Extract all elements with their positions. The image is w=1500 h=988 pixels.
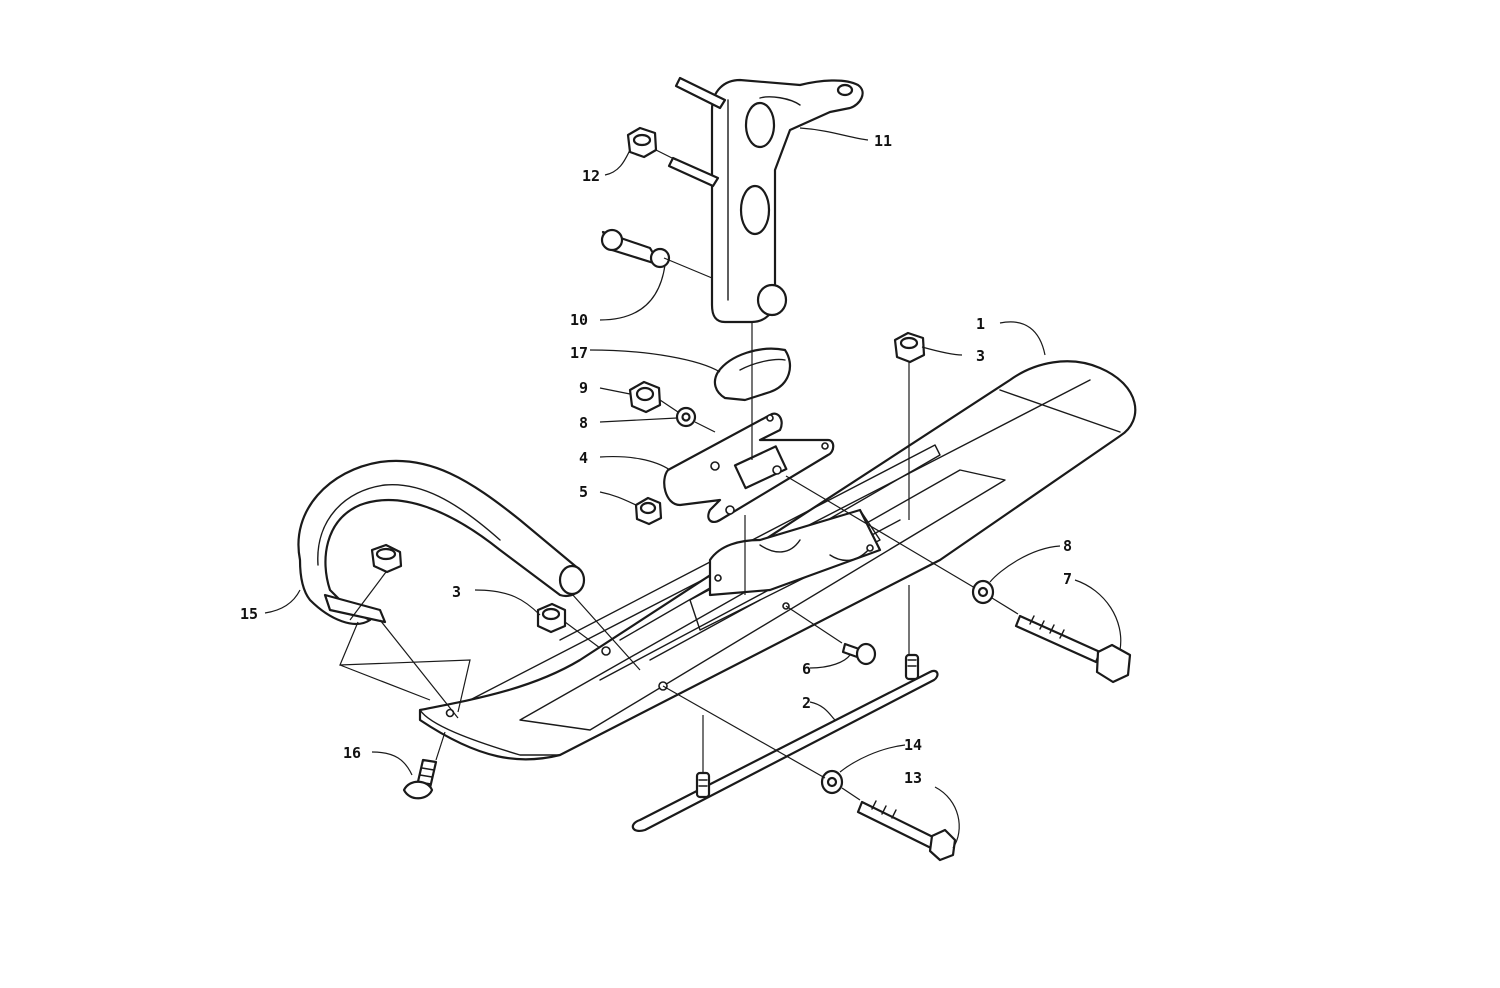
spindle-nut <box>626 126 658 159</box>
callout-2: 2 <box>802 694 811 712</box>
spindle-bolt-washer <box>971 579 995 605</box>
spindle-bolt <box>1014 614 1132 684</box>
wear-bar-bolt-washer <box>820 769 844 795</box>
loop-attach-bracket-lines <box>339 621 471 713</box>
callout-13: 13 <box>904 769 922 787</box>
wear-bar-bolt <box>856 800 957 862</box>
spindle-bushing <box>600 228 671 269</box>
assembly-lines <box>349 149 1019 801</box>
saddle-bolt <box>841 642 877 666</box>
loop-nut-upper <box>370 543 403 574</box>
bumper-nut <box>628 380 662 414</box>
callout-leaders <box>264 127 1122 849</box>
callout-8-bolt: 8 <box>1063 537 1072 555</box>
callout-4: 4 <box>579 449 588 467</box>
ski-saddle-bracket <box>663 412 835 524</box>
bracket-nut <box>634 496 663 526</box>
callout-labels: 1 2 3 3 4 5 6 7 8 8 9 10 11 12 13 14 15 … <box>240 132 1072 787</box>
callout-1: 1 <box>976 315 985 333</box>
callout-16: 16 <box>343 744 361 762</box>
callout-15: 15 <box>240 605 258 623</box>
wear-bar-nut-rear <box>893 331 926 364</box>
bumper-washer <box>675 406 697 428</box>
wear-bar <box>631 653 939 832</box>
loop-nut-lower <box>536 602 567 634</box>
callout-7: 7 <box>1063 570 1072 588</box>
callout-5: 5 <box>579 483 588 501</box>
loop-bolt <box>402 758 438 800</box>
spindle-assembly <box>667 76 864 324</box>
callout-3-rear: 3 <box>976 347 985 365</box>
callout-12: 12 <box>582 167 600 185</box>
callout-17: 17 <box>570 344 588 362</box>
ski-loop-handle <box>297 459 586 625</box>
callout-10: 10 <box>570 311 588 329</box>
callout-8-bracket: 8 <box>579 414 588 432</box>
callout-11: 11 <box>874 132 892 150</box>
callout-3-loop: 3 <box>452 583 461 601</box>
callout-6: 6 <box>802 660 811 678</box>
callout-9: 9 <box>579 379 588 397</box>
callout-14: 14 <box>904 736 922 754</box>
